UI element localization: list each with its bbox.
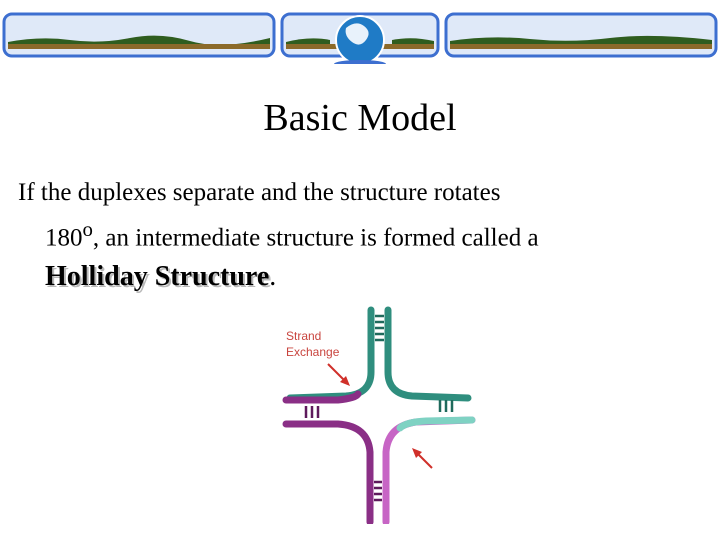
junction-arrow-icon [412, 448, 433, 469]
strand-exchange-label-line-2: Exchange [286, 345, 340, 359]
banner-center-panel [280, 12, 440, 64]
holliday-structure-term: Holliday Structure [45, 261, 270, 293]
body-line-3: Holliday Structure. [18, 256, 708, 298]
body-line-2-rest: , an intermediate structure is formed ca… [92, 224, 539, 252]
slide-body: If the duplexes separate and the structu… [18, 174, 708, 298]
body-line-2: 180o, an intermediate structure is forme… [18, 211, 708, 256]
rotation-degrees: 180 [45, 224, 83, 252]
term-period: . [269, 261, 277, 293]
banner-right-panel [444, 12, 718, 58]
left-arm-purple [282, 390, 374, 524]
body-line-1: If the duplexes separate and the structu… [18, 179, 501, 206]
slide-title: Basic Model [263, 97, 457, 139]
strand-exchange-label-line-1: Strand [286, 329, 321, 343]
banner-left-panel [2, 12, 276, 58]
degree-superscript: o [82, 217, 93, 241]
decorative-banner [2, 12, 718, 64]
holliday-junction-diagram: Strand Exchange [282, 306, 476, 524]
strand-exchange-arrow-icon [327, 363, 350, 386]
bottom-arm-pink [374, 416, 476, 524]
